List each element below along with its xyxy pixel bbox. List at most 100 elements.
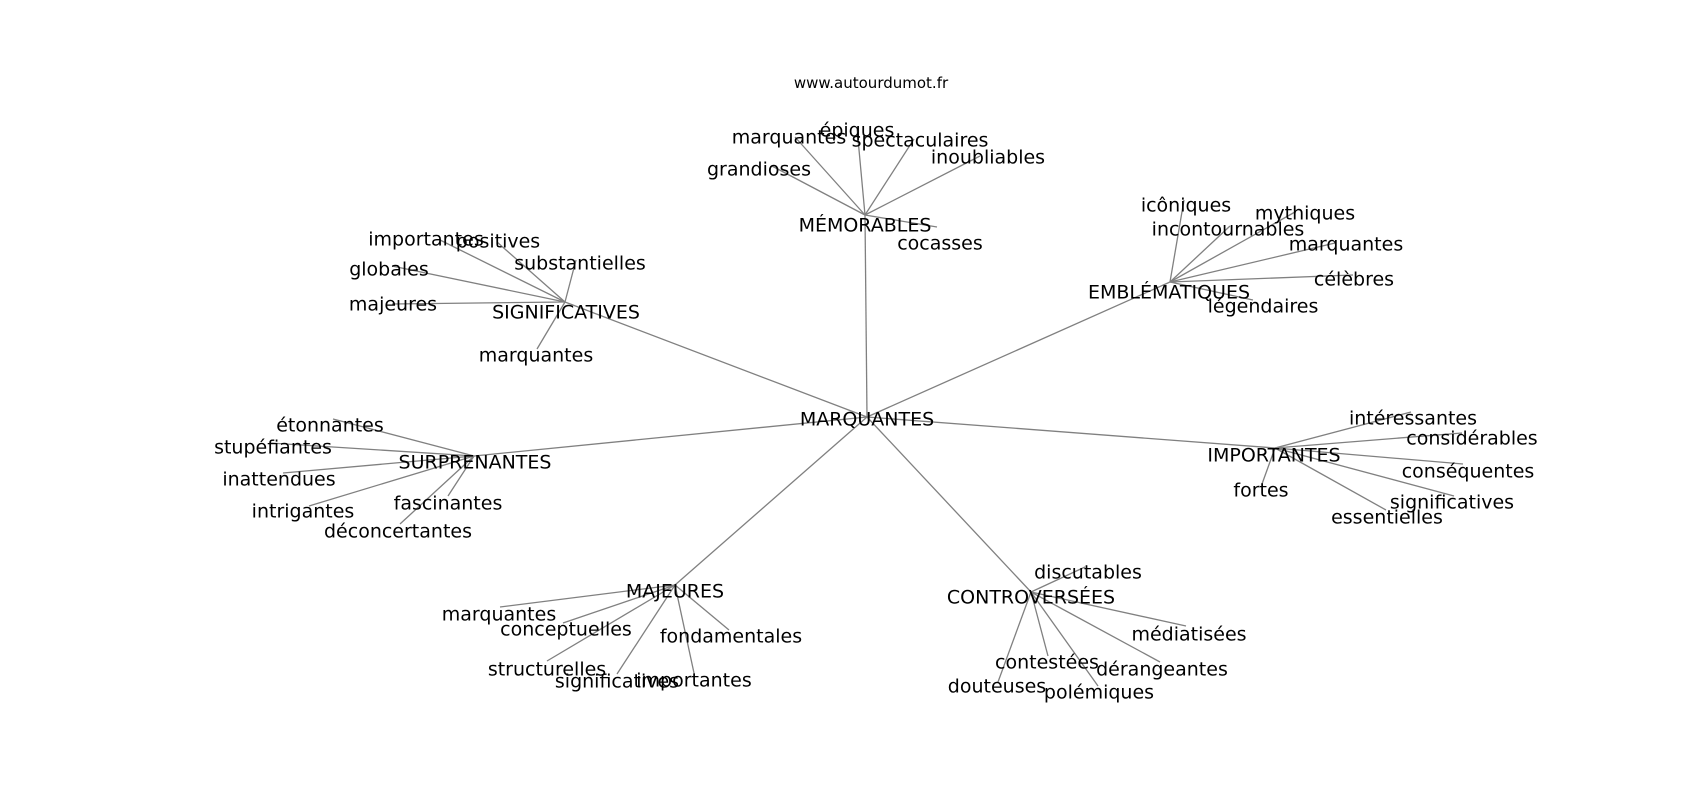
leaf-node-significatives-0[interactable]: importantes [368, 229, 483, 251]
edge-emblematiques-1 [1169, 211, 1296, 283]
leaf-node-memorables-1[interactable]: marquantes [732, 127, 846, 149]
leaf-node-importantes-1[interactable]: considérables [1406, 428, 1537, 450]
leaf-node-memorables-4[interactable]: inoubliables [931, 147, 1045, 169]
leaf-node-emblematiques-5[interactable]: légendaires [1208, 296, 1319, 318]
edge-center-controversees [866, 416, 1032, 593]
leaf-node-surprenantes-1[interactable]: stupéfiantes [214, 437, 332, 459]
edge-majeures-5 [674, 584, 695, 674]
edge-importantes-3 [1274, 447, 1455, 497]
edge-emblematiques-0 [1169, 199, 1185, 283]
edge-majeures-0 [499, 584, 676, 608]
leaf-node-emblematiques-3[interactable]: marquantes [1289, 234, 1403, 256]
leaf-node-emblematiques-1[interactable]: mythiques [1255, 203, 1355, 225]
edge-majeures-3 [546, 584, 676, 662]
leaf-node-importantes-0[interactable]: intéressantes [1349, 408, 1477, 430]
edge-memorables-3 [864, 138, 915, 216]
cluster-node-controversees[interactable]: CONTROVERSÉES [947, 586, 1115, 609]
edge-importantes-4 [1274, 447, 1387, 511]
leaf-node-importantes-5[interactable]: fortes [1233, 480, 1288, 502]
edge-memorables-4 [864, 155, 981, 216]
leaf-node-controversees-5[interactable]: polémiques [1044, 682, 1154, 704]
edge-emblematiques-2 [1169, 225, 1231, 283]
edge-emblematiques-3 [1169, 242, 1336, 283]
edge-importantes-0 [1274, 411, 1412, 449]
edge-majeures-1 [562, 584, 676, 624]
edge-center-significatives [564, 301, 868, 418]
edge-majeures-2 [674, 584, 730, 631]
edge-center-surprenantes [473, 416, 868, 457]
edge-memorables-0 [771, 165, 866, 216]
leaf-node-importantes-3[interactable]: significatives [1390, 492, 1514, 514]
edge-importantes-5 [1261, 447, 1276, 485]
leaf-node-importantes-2[interactable]: conséquentes [1402, 461, 1535, 483]
edge-center-importantes [866, 416, 1276, 449]
edge-memorables-1 [794, 136, 866, 216]
center-node-label[interactable]: MARQUANTES [800, 409, 934, 431]
graph-labels: MARQUANTES MÉMORABLES grandioses marquantes… [214, 120, 1538, 704]
leaf-node-controversees-4[interactable]: douteuses [948, 676, 1046, 698]
leaf-node-controversees-3[interactable]: dérangeantes [1096, 659, 1228, 681]
cluster-node-surprenantes[interactable]: SURPRENANTES [399, 452, 552, 474]
edge-center-majeures [674, 416, 868, 586]
leaf-node-majeures-4[interactable]: significatives [555, 671, 679, 693]
leaf-node-significatives-5[interactable]: marquantes [479, 345, 593, 367]
graph-edges [269, 127, 1464, 687]
leaf-node-significatives-1[interactable]: positives [456, 231, 540, 253]
leaf-node-majeures-1[interactable]: conceptuelles [500, 619, 632, 641]
edge-emblematiques-4 [1169, 274, 1354, 283]
leaf-node-surprenantes-0[interactable]: étonnantes [276, 415, 384, 437]
edge-surprenantes-1 [269, 442, 475, 457]
edge-significatives-1 [496, 241, 566, 303]
edge-importantes-2 [1274, 447, 1464, 465]
edge-significatives-3 [391, 265, 566, 303]
edge-memorables-5 [864, 214, 938, 228]
edge-controversees-4 [997, 591, 1032, 683]
edge-importantes-1 [1274, 432, 1463, 449]
leaf-node-surprenantes-2[interactable]: inattendues [222, 469, 335, 491]
leaf-node-memorables-2[interactable]: épiques [820, 120, 895, 142]
cluster-node-significatives[interactable]: SIGNIFICATIVES [492, 302, 640, 324]
leaf-node-emblematiques-2[interactable]: incontournables [1152, 219, 1305, 241]
edge-surprenantes-0 [332, 418, 475, 457]
site-watermark: www.autourdumot.fr [794, 74, 949, 92]
edge-significatives-4 [391, 301, 566, 305]
edge-center-memorables [864, 214, 868, 418]
leaf-node-surprenantes-3[interactable]: intrigantes [252, 501, 355, 523]
leaf-node-majeures-2[interactable]: fondamentales [660, 626, 802, 648]
leaf-node-majeures-5[interactable]: importantes [636, 670, 751, 692]
leaf-node-surprenantes-5[interactable]: déconcertantes [324, 521, 472, 543]
cluster-node-memorables[interactable]: MÉMORABLES [799, 214, 932, 237]
edge-significatives-5 [536, 301, 566, 350]
cluster-node-importantes[interactable]: IMPORTANTES [1207, 445, 1340, 467]
leaf-node-memorables-5[interactable]: cocasses [897, 233, 983, 255]
edge-surprenantes-4 [447, 455, 475, 497]
leaf-node-majeures-0[interactable]: marquantes [442, 604, 556, 626]
cluster-node-majeures[interactable]: MAJEURES [626, 581, 724, 603]
leaf-node-importantes-4[interactable]: essentielles [1331, 507, 1443, 529]
leaf-node-memorables-0[interactable]: grandioses [707, 159, 811, 181]
edge-emblematiques-5 [1169, 281, 1254, 301]
edge-controversees-2 [1030, 591, 1049, 657]
leaf-node-majeures-3[interactable]: structurelles [488, 659, 606, 681]
edge-significatives-2 [564, 259, 577, 303]
leaf-node-significatives-4[interactable]: majeures [349, 294, 437, 316]
leaf-node-controversees-0[interactable]: discutables [1034, 562, 1142, 584]
leaf-node-memorables-3[interactable]: spectaculaires [852, 130, 989, 152]
edge-memorables-2 [856, 127, 866, 216]
leaf-node-emblematiques-0[interactable]: icôniques [1141, 195, 1231, 217]
leaf-node-controversees-1[interactable]: médiatisées [1131, 624, 1246, 646]
leaf-node-controversees-2[interactable]: contestées [995, 652, 1099, 674]
leaf-node-significatives-2[interactable]: substantielles [514, 253, 646, 275]
edge-controversees-1 [1030, 591, 1187, 627]
leaf-node-surprenantes-4[interactable]: fascinantes [394, 493, 503, 515]
edge-controversees-5 [1030, 591, 1099, 687]
cluster-node-emblematiques[interactable]: EMBLÉMATIQUES [1088, 281, 1250, 304]
leaf-node-emblematiques-4[interactable]: célèbres [1314, 269, 1394, 291]
edge-controversees-0 [1030, 566, 1086, 593]
edge-surprenantes-3 [308, 455, 475, 507]
edge-controversees-3 [1030, 591, 1161, 663]
edge-significatives-0 [439, 239, 566, 303]
edge-surprenantes-5 [399, 455, 475, 525]
leaf-node-significatives-3[interactable]: globales [349, 259, 429, 281]
